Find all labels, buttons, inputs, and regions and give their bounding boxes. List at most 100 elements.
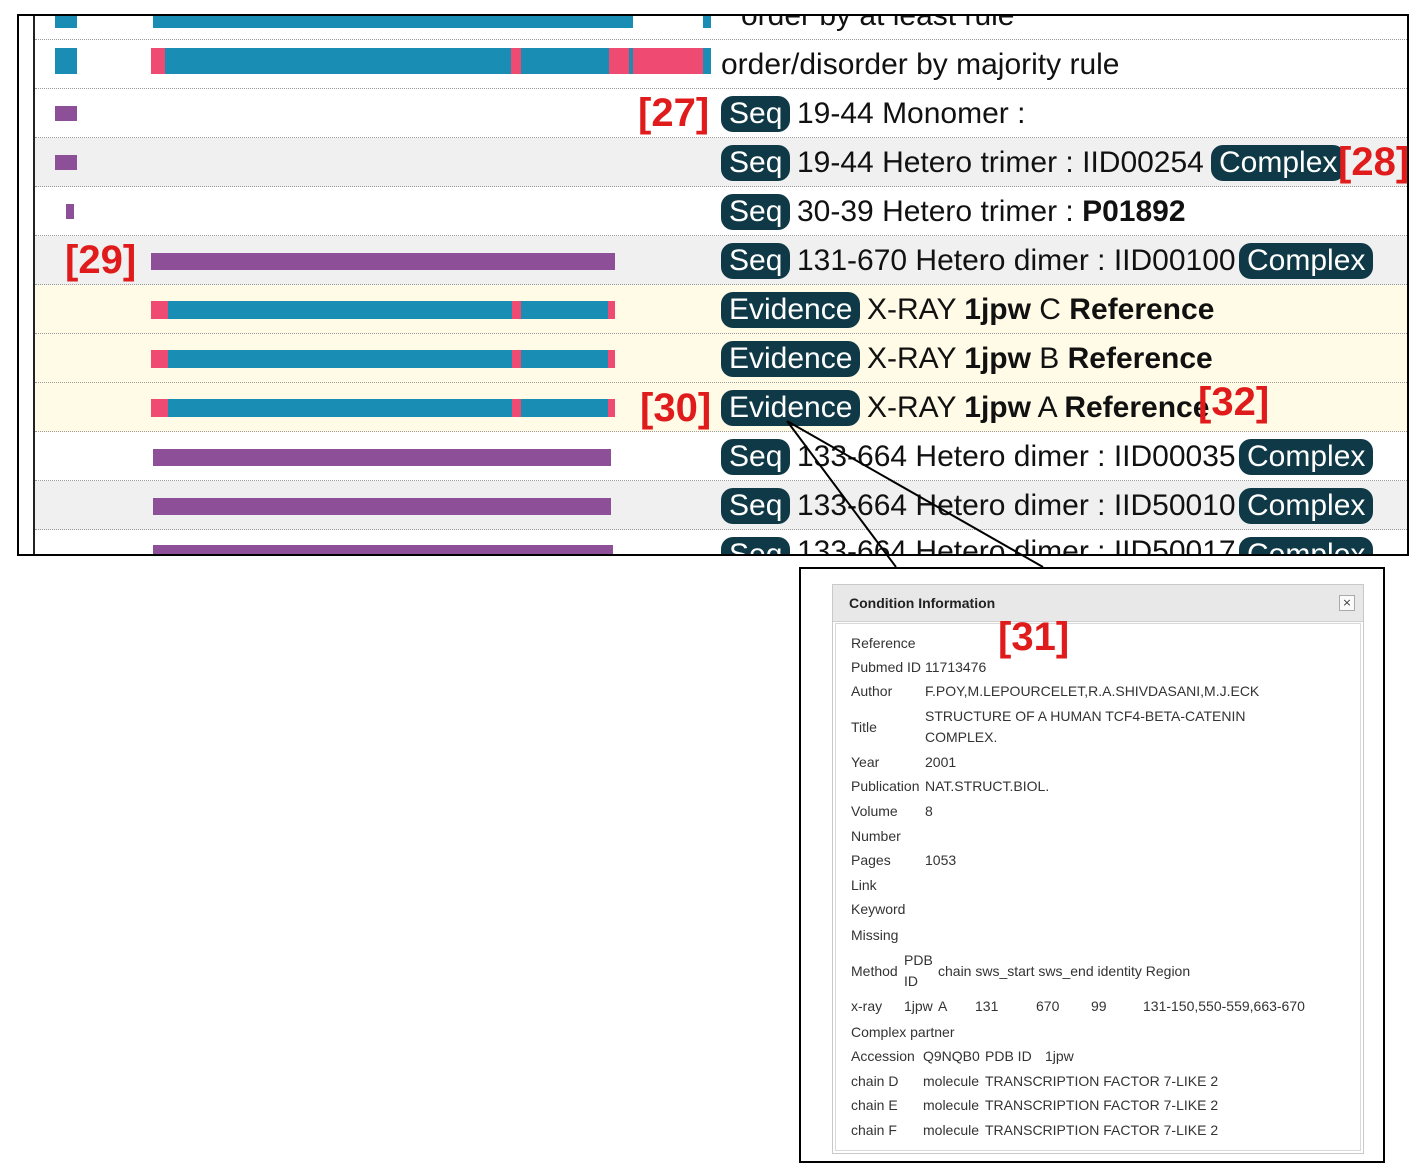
row-label: 133-664 Hetero dimer : IID50010: [797, 489, 1236, 522]
molecule-label: molecule: [923, 1097, 980, 1113]
pdb-id-header-line2: ID: [904, 973, 918, 989]
publication-label: Publication: [851, 778, 920, 794]
evidence-bar: [151, 350, 615, 368]
complex-partner-label: Complex partner: [851, 1024, 955, 1040]
pubmed-label: Pubmed ID: [851, 659, 922, 675]
missing-label: Missing: [851, 927, 899, 943]
evidence-button[interactable]: Evidence: [721, 341, 861, 377]
close-icon[interactable]: ×: [1339, 595, 1355, 611]
interaction-bar: [66, 204, 74, 219]
title-value-line1: STRUCTURE OF A HUMAN TCF4-BETA-CATENIN: [925, 708, 1246, 724]
track-row: Seq 30-39 Hetero trimer : P01892: [35, 187, 1407, 236]
condition-info-dialog: Condition Information ×: [832, 584, 1364, 1154]
accession-link[interactable]: P01892: [1082, 195, 1186, 228]
dialog-body: [835, 623, 1361, 1151]
dialog-title: Condition Information: [849, 595, 996, 611]
year-label: Year: [851, 754, 880, 770]
row-label: order by at least rule: [741, 14, 1015, 32]
track-row: Evidence X-RAY 1jpw C Reference: [35, 285, 1407, 334]
track-row: order by at least rule: [35, 14, 1407, 40]
seq-button[interactable]: Seq: [721, 243, 791, 279]
chain-label: chain D: [851, 1073, 899, 1089]
track-row: Seq 19-44 Hetero trimer : IID00254 Compl…: [35, 138, 1407, 187]
pdb-link[interactable]: 1jpw: [964, 342, 1031, 375]
annotation-27: [27]: [638, 91, 710, 135]
reference-link[interactable]: Reference: [1067, 342, 1213, 375]
end-cell: 670: [1036, 998, 1060, 1014]
annotation-29: [29]: [65, 238, 137, 282]
pdbid-label: PDB ID: [985, 1048, 1032, 1064]
annotation-31: [31]: [998, 615, 1070, 659]
pdbid-value[interactable]: 1jpw: [1045, 1048, 1074, 1064]
author-label: Author: [851, 683, 893, 699]
accession-value[interactable]: Q9NQB0: [923, 1048, 980, 1064]
complex-button[interactable]: Complex: [1239, 243, 1374, 279]
keyword-label: Keyword: [851, 901, 906, 917]
identity-cell: 99: [1091, 998, 1107, 1014]
track-row: Evidence X-RAY 1jpw B Reference: [35, 334, 1407, 383]
track-rows: order by at least rule order/disorder by…: [19, 16, 1407, 554]
method-text: X-RAY: [867, 391, 965, 424]
evidence-bar: [151, 399, 615, 417]
complex-button[interactable]: Complex: [1239, 537, 1374, 554]
molecule-value: TRANSCRIPTION FACTOR 7-LIKE 2: [985, 1122, 1219, 1138]
reference-link[interactable]: Reference: [1064, 391, 1210, 424]
title-label: Title: [851, 719, 877, 735]
pages-label: Pages: [851, 852, 891, 868]
molecule-label: molecule: [923, 1073, 980, 1089]
pdb-cell[interactable]: 1jpw: [904, 998, 933, 1014]
track-panel: order by at least rule order/disorder by…: [17, 14, 1409, 556]
method-cell: x-ray: [851, 998, 883, 1014]
link-label: Link: [851, 877, 877, 893]
order-bar: [55, 16, 77, 28]
number-label: Number: [851, 828, 901, 844]
row-label: 19-44 Hetero trimer : IID00254: [797, 146, 1204, 179]
volume-value: 8: [925, 803, 933, 819]
seq-button[interactable]: Seq: [721, 488, 791, 524]
pdb-id-header-line1: PDB: [904, 952, 933, 968]
molecule-label: molecule: [923, 1122, 980, 1138]
chain-label: chain E: [851, 1097, 898, 1113]
chain-text: B: [1030, 342, 1068, 375]
pdb-link[interactable]: 1jpw: [964, 293, 1031, 326]
pdb-link[interactable]: 1jpw: [964, 391, 1031, 424]
evidence-bar: [151, 301, 615, 319]
method-table-header: chain sws_start sws_end identity Region: [938, 963, 1191, 979]
start-cell: 131: [975, 998, 999, 1014]
dialog-header: Condition Information ×: [833, 585, 1363, 622]
row-label: X-RAY 1jpw A Reference: [867, 383, 1209, 432]
pubmed-value[interactable]: 11713476: [925, 659, 987, 675]
reference-link[interactable]: Reference: [1069, 293, 1215, 326]
order-bar: [703, 16, 711, 28]
interaction-bar: [153, 498, 611, 515]
annotation-28: [28]: [1338, 140, 1410, 184]
molecule-value: TRANSCRIPTION FACTOR 7-LIKE 2: [985, 1073, 1219, 1089]
molecule-value: TRANSCRIPTION FACTOR 7-LIKE 2: [985, 1097, 1219, 1113]
seq-button[interactable]: Seq: [721, 537, 791, 554]
seq-button[interactable]: Seq: [721, 439, 791, 475]
seq-button[interactable]: Seq: [721, 145, 791, 181]
title-value-line2: COMPLEX.: [925, 729, 998, 745]
track-axis-line: [33, 16, 35, 554]
seq-button[interactable]: Seq: [721, 96, 791, 132]
method-header: Method: [851, 963, 898, 979]
complex-button[interactable]: Complex: [1239, 439, 1374, 475]
interaction-bar: [153, 449, 611, 466]
interaction-bar: [153, 545, 613, 554]
interaction-bar: [55, 155, 77, 170]
seq-button[interactable]: Seq: [721, 194, 791, 230]
complex-button[interactable]: Complex: [1211, 145, 1346, 181]
track-row: order/disorder by majority rule: [35, 40, 1407, 89]
complex-button[interactable]: Complex: [1239, 488, 1374, 524]
method-text: X-RAY: [867, 342, 965, 375]
order-disorder-bar: [151, 48, 711, 74]
row-label: order/disorder by majority rule: [721, 48, 1120, 81]
row-label: 133-664 Hetero dimer : IID50017: [797, 535, 1236, 556]
chain-label: chain F: [851, 1122, 897, 1138]
method-text: X-RAY: [867, 293, 965, 326]
evidence-button[interactable]: Evidence: [721, 390, 861, 426]
order-bar: [153, 16, 633, 28]
author-value: F.POY,M.LEPOURCELET,R.A.SHIVDASANI,M.J.E…: [925, 683, 1260, 699]
track-row: Evidence X-RAY 1jpw A Reference: [35, 383, 1407, 432]
evidence-button[interactable]: Evidence: [721, 292, 861, 328]
